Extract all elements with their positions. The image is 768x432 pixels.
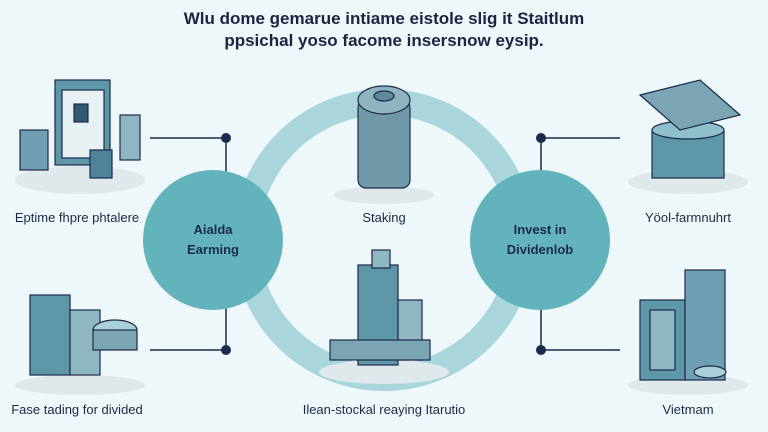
coin-stack-icon bbox=[334, 85, 434, 204]
label-top-right: Yöol-farmnuhrt bbox=[645, 210, 731, 225]
label-bottom-center: Ilean-stockal reaying Itarutio bbox=[302, 402, 466, 417]
label-top-left: Eptime fhpre phtalere bbox=[14, 210, 140, 225]
skyscraper-icon bbox=[319, 249, 449, 384]
hub-left-label: Aialda Earming bbox=[153, 220, 273, 260]
server-buildings-icon bbox=[628, 269, 748, 395]
hub-left-circle bbox=[143, 170, 283, 310]
label-top-center: Staking bbox=[362, 210, 406, 225]
label-bottom-right: Vietmam bbox=[662, 402, 714, 417]
connector-dots bbox=[221, 133, 546, 355]
tablet-with-coins-icon bbox=[15, 79, 145, 194]
title-line-1: Wlu dome gemarue intiame eistole slig it… bbox=[183, 9, 585, 28]
label-bottom-left: Fase tading for divided bbox=[11, 402, 143, 417]
building-stack-icon bbox=[15, 294, 145, 395]
hub-right-circle bbox=[470, 170, 610, 310]
hub-right-line-1: Invest in bbox=[513, 222, 567, 237]
cash-bundle-icon bbox=[628, 79, 748, 194]
title-line-2: ppsichal yoso facome insersnow eysip. bbox=[224, 31, 544, 50]
hub-right-line-2: Dividenlob bbox=[506, 242, 574, 257]
hub-left-line-1: Aialda bbox=[193, 222, 233, 237]
hub-right-label: Invest in Dividenlob bbox=[480, 220, 600, 260]
hub-left-line-2: Earming bbox=[186, 242, 239, 257]
page-title: Wlu dome gemarue intiame eistole slig it… bbox=[0, 8, 768, 52]
